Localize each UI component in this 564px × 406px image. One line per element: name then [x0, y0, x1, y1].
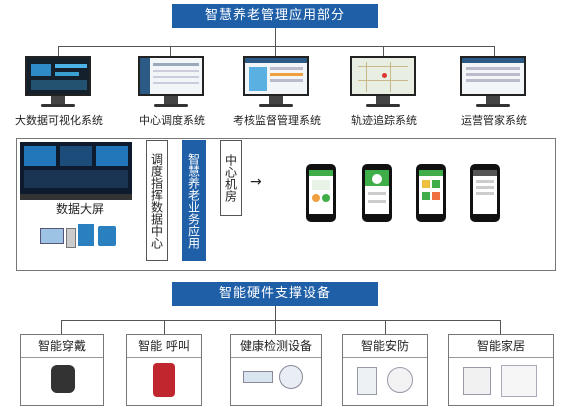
- phone-app-screen: [416, 164, 446, 222]
- phone-app-screen: [362, 164, 392, 222]
- device-box-health: 健康检测设备: [230, 334, 322, 406]
- device-box-home: 智能家居: [448, 334, 554, 406]
- device-label: 智能安防: [343, 335, 427, 358]
- monitor-assessment: [243, 56, 309, 107]
- system-label: 中心调度系统: [139, 114, 205, 127]
- device-label: 健康检测设备: [231, 335, 321, 358]
- top-title-bar: 智慧养老管理应用部分: [172, 4, 378, 28]
- elder-phone-icon: [153, 363, 175, 397]
- connector-drop: [500, 320, 501, 334]
- support-title-bar: 智能硬件支撑设备: [172, 282, 378, 306]
- computer-icon: [40, 228, 64, 244]
- connector-drop: [61, 320, 62, 334]
- connector-horizontal: [58, 46, 494, 47]
- home-device-icon: [501, 365, 537, 397]
- smoke-detector-icon: [387, 367, 413, 393]
- blood-pressure-icon: [243, 371, 273, 383]
- sensor-icon: [357, 367, 377, 395]
- system-label: 轨迹追踪系统: [351, 114, 417, 127]
- system-label: 运营管家系统: [461, 114, 527, 127]
- monitor-tracking: [350, 56, 416, 107]
- device-label: 智能 呼叫: [127, 335, 201, 358]
- smart-switch-icon: [463, 367, 491, 395]
- system-label: 考核监督管理系统: [233, 114, 321, 127]
- connector-drop: [383, 46, 384, 56]
- watch-icon: [51, 365, 75, 393]
- system-label: 大数据可视化系统: [15, 114, 103, 127]
- connector-drop: [164, 320, 165, 334]
- phone-app-screen: [470, 164, 500, 222]
- connector-drop: [275, 46, 276, 56]
- business-app-box: 智慧养老业务应用: [182, 140, 206, 261]
- connector-drop: [385, 320, 386, 334]
- device-box-security: 智能安防: [342, 334, 428, 406]
- big-screen-base: [20, 194, 132, 200]
- monitor-dispatch: [138, 56, 204, 107]
- device-box-wearable: 智能穿戴: [20, 334, 104, 406]
- monitor-big-data: [25, 56, 91, 107]
- operator-icon: [78, 224, 94, 246]
- dispatch-data-center-box: 调度指挥数据中心: [146, 140, 168, 261]
- connector-horizontal: [61, 320, 501, 321]
- device-label: 智能穿戴: [21, 335, 103, 358]
- phone-handset-icon: [98, 226, 116, 246]
- central-platform-frame: [16, 138, 556, 271]
- glucose-meter-icon: [279, 365, 303, 389]
- phone-app-screen: [306, 164, 336, 222]
- big-screen-display: [20, 142, 132, 194]
- device-label: 智能家居: [449, 335, 553, 358]
- connector-vertical: [275, 28, 276, 46]
- connector-vertical: [275, 306, 276, 320]
- connector-drop: [494, 46, 495, 56]
- connector-drop: [170, 46, 171, 56]
- machine-room-box: 中心机房: [220, 140, 242, 216]
- connector-drop: [58, 46, 59, 56]
- connector-drop: [275, 320, 276, 334]
- monitor-operations: [460, 56, 526, 107]
- tower-icon: [66, 228, 76, 248]
- arrow-icon: →: [250, 174, 262, 190]
- device-box-call: 智能 呼叫: [126, 334, 202, 406]
- big-screen-label: 数据大屏: [55, 202, 104, 216]
